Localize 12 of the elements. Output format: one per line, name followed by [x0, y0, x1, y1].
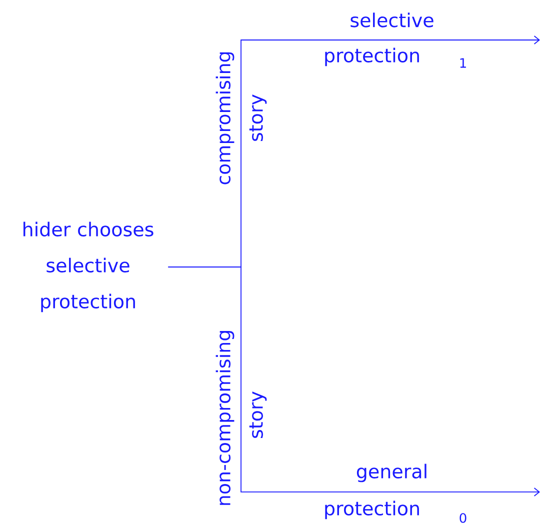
payoff-number: 1 [460, 58, 466, 68]
branch-label: protection [325, 48, 419, 66]
branch-label: general [356, 464, 426, 482]
branch-arrow [168, 266, 540, 496]
payoff-number: 0 [460, 513, 466, 523]
chooser-text: hider chooses selective protection [24, 222, 154, 312]
branch-label: non-compromising [216, 331, 234, 505]
branch-label: protection [325, 500, 419, 520]
branch-label: story [249, 392, 267, 438]
branch-label: story [249, 94, 267, 141]
branch-label: compromising [216, 52, 234, 184]
branch-label: selective [350, 12, 434, 28]
